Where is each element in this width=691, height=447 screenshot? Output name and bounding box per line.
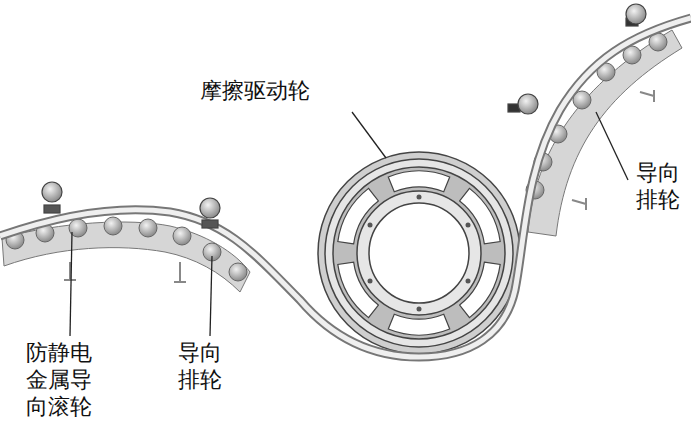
spoke-window <box>388 314 449 335</box>
part-label: 防静电 金属导 向滚轮 <box>26 340 99 420</box>
part-label: 摩擦驱动轮 <box>200 78 310 105</box>
spoke-window <box>388 171 449 192</box>
spoke-window <box>460 188 501 243</box>
part-label: 导向 排轮 <box>178 340 229 394</box>
spoke-window <box>338 262 379 317</box>
spoke-window <box>338 188 379 243</box>
part-label: 导向 排轮 <box>636 160 687 214</box>
spoke-window <box>460 262 501 317</box>
